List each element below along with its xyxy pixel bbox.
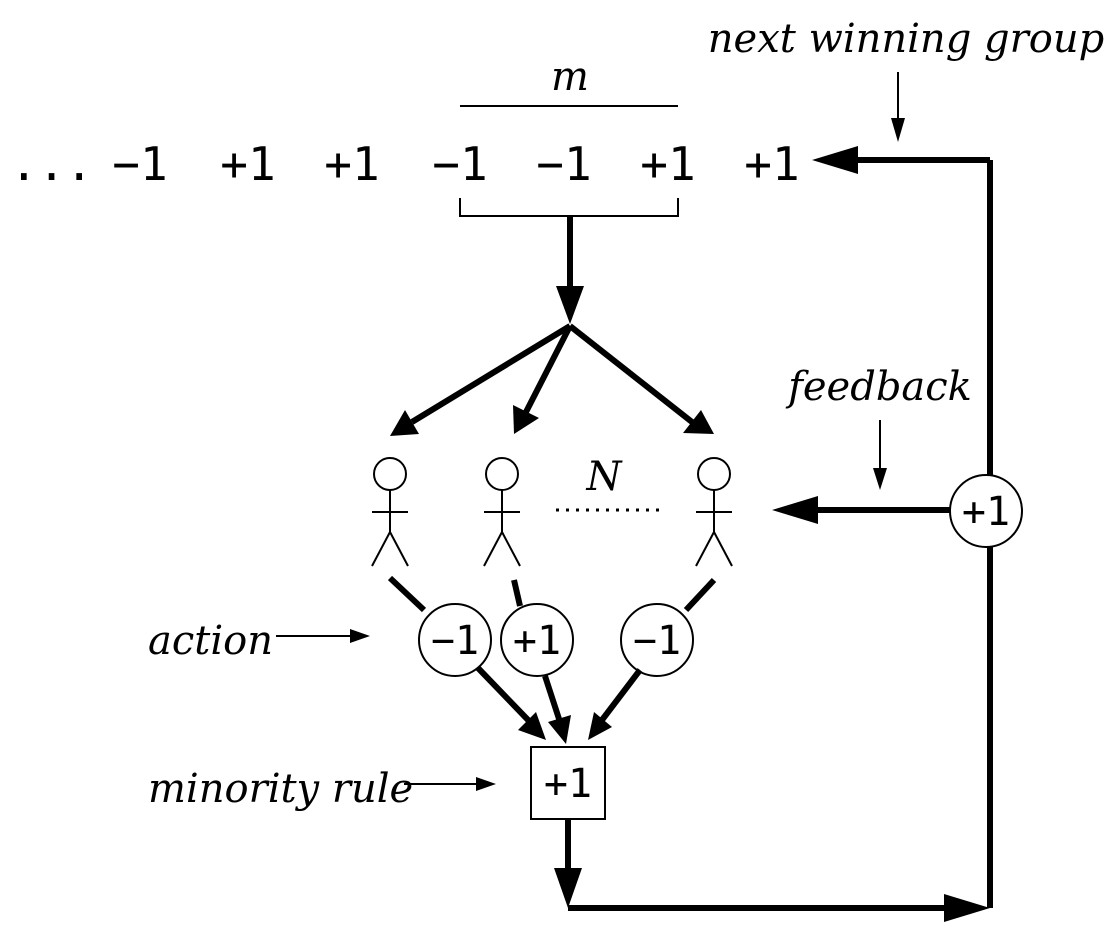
action-value-1: −1 bbox=[431, 618, 479, 664]
feedback-value: +1 bbox=[962, 489, 1010, 535]
sequence-value-1: −1 bbox=[112, 137, 167, 191]
action-circle-3 bbox=[620, 603, 694, 677]
action-3-to-rule-head bbox=[588, 712, 612, 740]
sequence-value-4: −1 bbox=[432, 137, 487, 191]
memory-label: m bbox=[551, 54, 589, 100]
action-circle-2 bbox=[500, 603, 574, 677]
split-arrow-right-head bbox=[683, 410, 714, 434]
split-arrow-right-line bbox=[568, 323, 694, 425]
sequence-value-5: −1 bbox=[536, 137, 591, 191]
feedback-label: feedback bbox=[785, 364, 972, 410]
action-2-to-rule-head bbox=[548, 715, 571, 744]
action-1-to-rule-head bbox=[518, 712, 546, 740]
agent-3-to-action-line bbox=[683, 577, 717, 613]
action-circle-1 bbox=[418, 603, 492, 677]
action-pointer-head bbox=[350, 629, 370, 643]
split-arrow-middle-line bbox=[523, 324, 573, 414]
minority-rule-result: +1 bbox=[544, 761, 592, 807]
feedback-pointer-head bbox=[873, 468, 887, 490]
loop-top-head bbox=[812, 146, 858, 174]
feedback-arrow-head bbox=[772, 496, 818, 524]
minority-rule-label: minority rule bbox=[148, 766, 413, 812]
next-winning-group-pointer-head bbox=[891, 118, 905, 142]
agents-count-label: N bbox=[586, 454, 624, 500]
rule-output-head bbox=[554, 868, 582, 908]
action-3-to-rule-line bbox=[599, 668, 643, 722]
action-label: action bbox=[148, 618, 273, 664]
agent-figure-2 bbox=[483, 457, 521, 567]
sequence-prefix: ... bbox=[10, 137, 93, 191]
sequence-value-7: +1 bbox=[744, 137, 799, 191]
loop-bottom-head bbox=[944, 894, 990, 922]
agent-figure-3 bbox=[695, 457, 733, 567]
action-2-to-rule-line bbox=[542, 675, 563, 723]
history-to-agents-arrowhead bbox=[556, 286, 584, 324]
action-1-to-rule-line bbox=[475, 665, 533, 725]
action-value-2: +1 bbox=[513, 618, 561, 664]
sequence-value-3: +1 bbox=[324, 137, 379, 191]
agent-figure-1 bbox=[371, 457, 409, 567]
agent-2-to-action-line bbox=[511, 579, 523, 607]
split-arrow-middle-head bbox=[513, 405, 539, 434]
sequence-value-2: +1 bbox=[220, 137, 275, 191]
split-arrow-left-head bbox=[390, 410, 419, 436]
next-winning-group-label: next winning group bbox=[708, 16, 1104, 62]
split-arrow-left-line bbox=[410, 323, 572, 425]
sequence-value-6: +1 bbox=[640, 137, 695, 191]
minority-rule-pointer-head bbox=[476, 777, 496, 791]
action-value-3: −1 bbox=[633, 618, 681, 664]
agent-1-to-action-line bbox=[387, 575, 427, 613]
memory-bracket bbox=[459, 198, 679, 217]
